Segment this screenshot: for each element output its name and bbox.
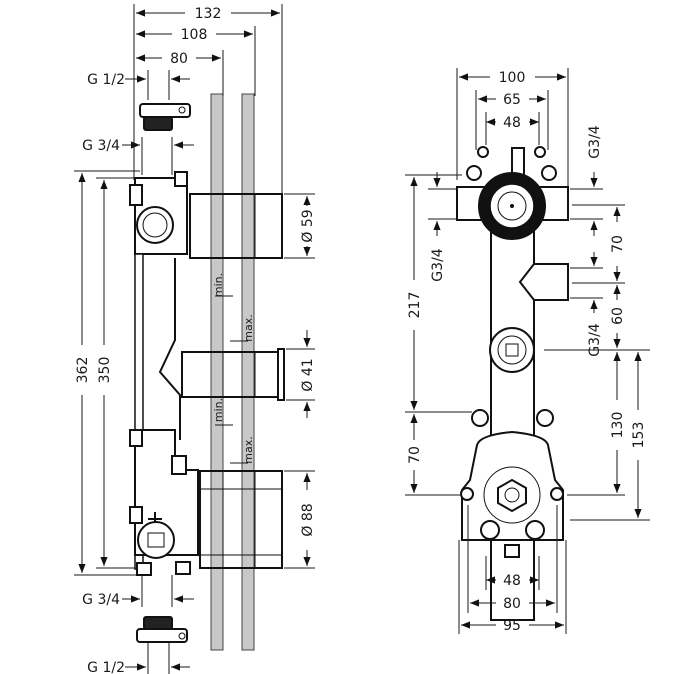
dim-95-label: 95 xyxy=(503,618,521,634)
dim-153-label: 153 xyxy=(631,422,647,449)
dim-362-label: 362 xyxy=(75,357,91,384)
dim-80-bottom-label: 80 xyxy=(503,596,521,612)
wall-strip-inner xyxy=(210,93,224,651)
dim-88-label: Ø 88 xyxy=(300,503,316,536)
label-max-lower: max. xyxy=(242,436,255,463)
dim-100: 100 xyxy=(459,70,566,86)
side-view: 132 108 80 G 1/2 xyxy=(74,4,316,674)
thread-g12-top: G 1/2 xyxy=(87,70,190,100)
dim-153: 153 xyxy=(631,352,647,518)
thread-g34-top: G 3/4 xyxy=(82,137,194,175)
wall-strip-outer xyxy=(241,93,255,651)
dim-217: 217 xyxy=(407,177,423,410)
dim-132: 132 xyxy=(136,6,280,22)
dim-g34-right-top-label: G3/4 xyxy=(587,125,603,158)
dim-60: 60 xyxy=(590,252,626,348)
dim-g34-right-top: G3/4 xyxy=(587,125,603,236)
thread-g12-bottom: G 1/2 xyxy=(87,643,190,674)
dim-350: 350 xyxy=(97,180,113,566)
dim-65-label: 65 xyxy=(503,92,521,108)
dim-g34-right-lower-label: G3/4 xyxy=(587,323,603,356)
dim-95: 95 xyxy=(461,618,564,634)
dim-217-label: 217 xyxy=(407,292,423,319)
thread-g34-bottom: G 3/4 xyxy=(82,575,194,608)
dim-350-label: 350 xyxy=(97,357,113,384)
cap-top xyxy=(139,103,191,131)
dim-130-label: 130 xyxy=(610,412,626,439)
dim-108: 108 xyxy=(136,27,253,43)
dim-100-label: 100 xyxy=(499,70,526,86)
label-max-upper: max. xyxy=(242,314,255,341)
thread-g12-bottom-label: G 1/2 xyxy=(87,660,125,674)
dim-41-label: Ø 41 xyxy=(300,358,316,391)
thread-g12-top-label: G 1/2 xyxy=(87,72,125,88)
thread-g34-bottom-label: G 3/4 xyxy=(82,592,120,608)
dim-362: 362 xyxy=(75,173,91,573)
dim-48-bottom-label: 48 xyxy=(503,573,521,589)
cap-bottom xyxy=(136,616,188,643)
dim-80-label: 80 xyxy=(170,51,188,67)
sleeve-88: Ø 88 xyxy=(199,470,316,569)
thread-g34-top-label: G 3/4 xyxy=(82,138,120,154)
dim-48-top: 48 xyxy=(486,115,539,131)
dim-g34-left-label: G3/4 xyxy=(430,248,446,281)
valve-body-front xyxy=(456,146,569,621)
dim-g34-left: G3/4 xyxy=(430,172,446,282)
valve-body-side xyxy=(129,171,199,576)
sleeve-59: Ø 59 xyxy=(189,193,316,259)
sleeve-41: Ø 41 xyxy=(181,330,316,418)
front-view: 100 65 48 xyxy=(405,68,650,634)
dim-59-label: Ø 59 xyxy=(300,209,316,242)
label-min-lower: min. xyxy=(212,398,225,422)
dim-80: 80 xyxy=(136,51,221,67)
dim-130: 130 xyxy=(610,352,626,493)
dim-48-bottom: 48 xyxy=(486,573,539,589)
dim-108-label: 108 xyxy=(181,27,208,43)
dim-70-left: 70 xyxy=(407,414,423,493)
label-min-upper: min. xyxy=(212,273,225,297)
dim-48-top-label: 48 xyxy=(503,115,521,131)
dim-70-right: 70 xyxy=(610,207,626,281)
dim-60-label: 60 xyxy=(610,307,626,325)
dim-70-right-label: 70 xyxy=(610,235,626,253)
dim-65: 65 xyxy=(478,92,546,108)
dim-80-bottom: 80 xyxy=(470,596,555,612)
dim-132-label: 132 xyxy=(195,6,222,22)
dim-70-left-label: 70 xyxy=(407,446,423,464)
